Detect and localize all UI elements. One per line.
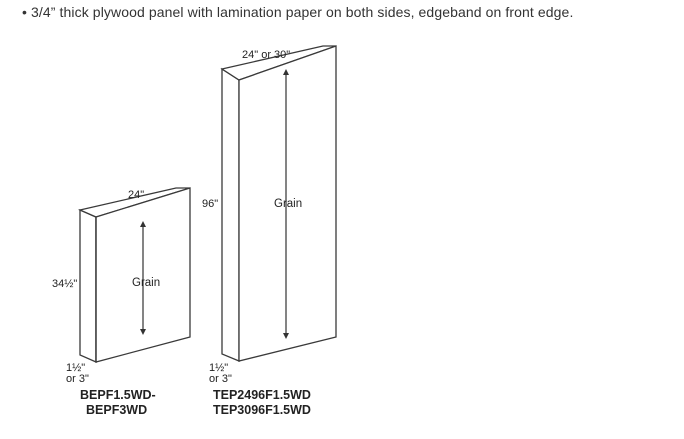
- panel-tall-code-1: TEP2496F1.5WD: [213, 388, 311, 402]
- panel-small-width-label: 24": [128, 189, 144, 201]
- panel-tall-height-label: 96": [202, 198, 218, 210]
- panel-small-depth-label-2: or 3": [66, 373, 89, 385]
- panel-small-grain-label: Grain: [132, 277, 160, 289]
- panel-small: [77, 187, 191, 363]
- spec-line: • 3/4” thick plywood panel with laminati…: [22, 4, 573, 20]
- panel-small-depth-label-1: 1½": [66, 362, 85, 374]
- panel-tall-edge: [221, 67, 240, 362]
- panel-small-code-2: BEPF3WD: [86, 403, 147, 417]
- spec-text: 3/4” thick plywood panel with lamination…: [31, 4, 574, 20]
- panel-tall-depth-label-1: 1½": [209, 362, 228, 374]
- panel-tall: [220, 45, 337, 362]
- bullet-glyph: •: [22, 4, 28, 20]
- panel-small-edge: [79, 209, 97, 363]
- panel-tall-width-label: 24" or 30": [242, 49, 290, 61]
- panel-small-height-label: 34½": [52, 278, 77, 290]
- panel-tall-depth-label-2: or 3": [209, 373, 232, 385]
- panel-small-code-1: BEPF1.5WD-: [80, 388, 156, 402]
- panel-tall-code-2: TEP3096F1.5WD: [213, 403, 311, 417]
- panel-tall-grain-label: Grain: [274, 198, 302, 210]
